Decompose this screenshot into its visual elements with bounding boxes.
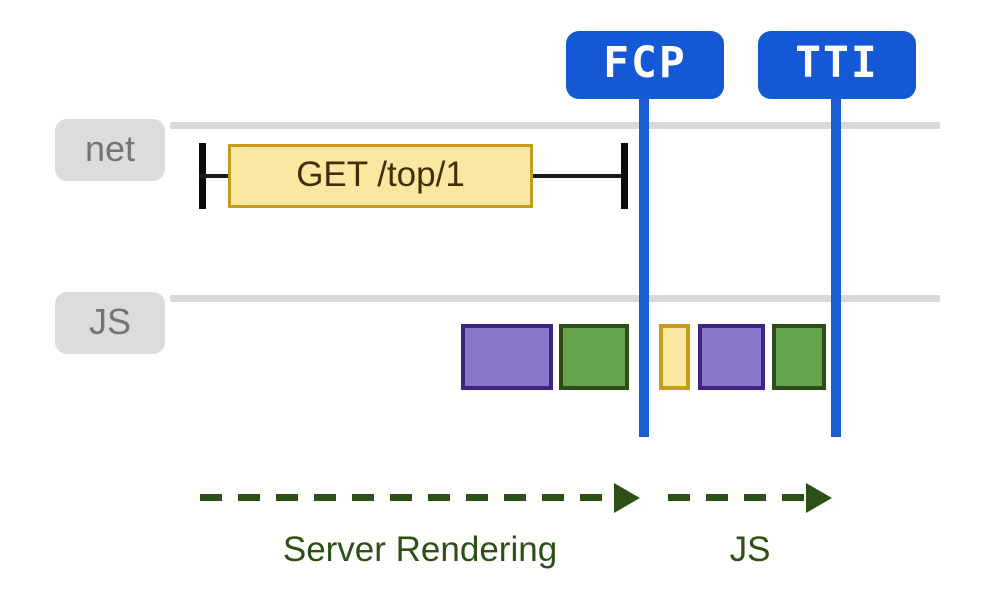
js-task-block[interactable] <box>559 324 629 390</box>
js-task-block[interactable] <box>461 324 553 390</box>
lane-label-net-text: net <box>84 127 136 169</box>
lane-track-js <box>170 295 940 302</box>
phase-arrow-server-rendering <box>200 482 640 513</box>
request-end-cap <box>621 143 628 209</box>
js-task-block[interactable] <box>698 324 765 390</box>
fcp-marker-line <box>639 90 649 437</box>
phase-caption-js: JS <box>729 530 771 569</box>
js-task-block[interactable] <box>772 324 826 390</box>
request-right-connector <box>529 174 628 178</box>
request-left-connector <box>199 174 232 178</box>
js-task-block[interactable] <box>659 324 690 390</box>
lane-label-js: JS <box>55 292 165 354</box>
request-label: GET /top/1 <box>296 154 465 194</box>
lane-track-net <box>170 122 940 129</box>
phase-arrow-shaft <box>668 494 808 501</box>
tti-badge[interactable]: TTI <box>758 31 916 99</box>
phase-arrow-shaft <box>200 494 616 501</box>
phase-arrow-js <box>668 482 832 513</box>
phase-arrow-head-icon <box>806 482 832 513</box>
phase-caption-server-rendering: Server Rendering <box>282 530 558 569</box>
request-box[interactable]: GET /top/1 <box>228 144 533 208</box>
lane-label-js-text: JS <box>88 300 131 342</box>
fcp-badge-label: FCP <box>603 38 687 88</box>
phase-arrow-head-icon <box>614 482 640 513</box>
tti-badge-label: TTI <box>795 38 879 88</box>
lane-label-net: net <box>55 119 165 181</box>
tti-marker-line <box>831 90 841 437</box>
fcp-badge[interactable]: FCP <box>566 31 724 99</box>
